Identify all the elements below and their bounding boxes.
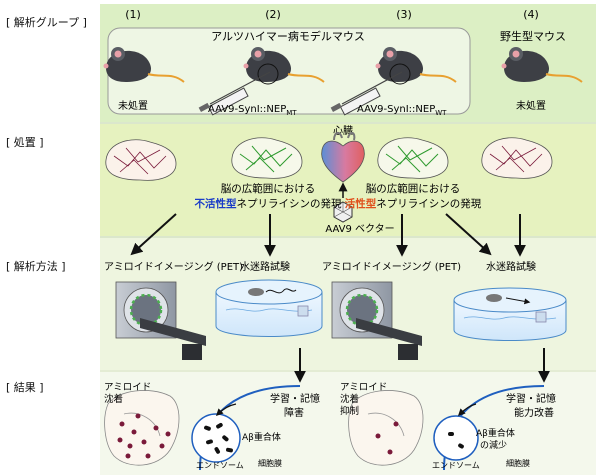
- brain-section-right: [348, 390, 424, 466]
- section-label-methods: [ 解析方法 ]: [6, 259, 66, 273]
- syringe-icon-mt: [198, 71, 271, 116]
- endosome-label-right: エンドソーム: [432, 461, 480, 470]
- untreated-label-1: 未処置: [118, 99, 148, 112]
- arrow-1-to-pet: [130, 213, 177, 256]
- aav-wt-label: AAV9-SynI::NEPWT: [357, 104, 447, 117]
- mouse-icon-4: [501, 47, 583, 83]
- water-maze-left: [215, 279, 323, 337]
- amyloid-label-right-2: 沈着: [340, 393, 359, 405]
- mouse-icon-3: [375, 47, 457, 83]
- heart-icon: [321, 132, 365, 183]
- amyloid-label-left-2: 沈着: [104, 393, 123, 405]
- brain-icon-2: [231, 137, 303, 179]
- mouse-icon-2: [243, 47, 325, 83]
- memory-label-right-2: 能力改善: [514, 406, 554, 419]
- amyloid-label-right-1: アミロイド: [340, 382, 387, 393]
- group-number-1: (1): [125, 8, 141, 21]
- group-number-4: (4): [523, 8, 539, 21]
- ab-label-left: Aβ重合体: [242, 431, 281, 443]
- inactive-expression-line1: 脳の広範囲における: [221, 182, 316, 195]
- inactive-expression-line2: 不活性型ネプリライシンの発現: [195, 197, 342, 210]
- plaque-markers-left: [117, 413, 171, 459]
- endosome-label-left: エンドソーム: [196, 461, 244, 470]
- brain-icon-1: [105, 139, 177, 181]
- wild-type-label: 野生型マウス: [500, 29, 566, 43]
- maze-label-right: 水迷路試験: [486, 260, 536, 273]
- injection-site-2: [257, 63, 279, 85]
- ab-oligomer-dots-right: [448, 432, 464, 449]
- brain-icon-3: [377, 137, 449, 179]
- memory-label-left-1: 学習・記憶: [270, 392, 320, 405]
- amyloid-label-left-1: アミロイド: [104, 382, 151, 393]
- section-label-results: [ 結果 ]: [6, 380, 44, 394]
- injection-site-3: [389, 63, 411, 85]
- untreated-label-4: 未処置: [516, 99, 546, 112]
- pet-label-left: アミロイドイメージング (PET): [104, 260, 243, 273]
- memory-label-right-1: 学習・記憶: [506, 392, 556, 405]
- vector-label: AAV9 ベクター: [325, 223, 394, 235]
- syringe-icon-wt: [330, 71, 403, 116]
- pet-scanner-right: [331, 281, 422, 360]
- pet-scanner-left: [115, 281, 206, 360]
- ab-label-right-2: の減少: [480, 439, 507, 451]
- endosome-left: [191, 413, 241, 463]
- membrane-label-left: 細胞膜: [258, 458, 282, 468]
- water-maze-right: [453, 287, 567, 341]
- brain-icon-4: [481, 137, 553, 179]
- maze-label-left: 水迷路試験: [240, 260, 290, 273]
- amyloid-label-right-3: 抑制: [340, 405, 359, 417]
- aav-mt-label: AAV9-SynI::NEPMT: [208, 104, 297, 117]
- ab-oligomer-dots-left: [204, 423, 233, 454]
- aav-vector-icon: [333, 201, 353, 223]
- endocytosis-arrow-right: [457, 403, 477, 417]
- active-expression-line1: 脳の広範囲における: [366, 182, 461, 195]
- section-label-treatment: [ 処置 ]: [6, 136, 44, 149]
- section-label-groups: [ 解析グループ ]: [6, 15, 87, 29]
- active-expression-line2: 活性型ネプリライシンの発現: [345, 197, 482, 210]
- heart-label: 心臓: [333, 125, 353, 137]
- group-number-2: (2): [265, 8, 281, 21]
- endosome-right: [433, 415, 479, 461]
- mouse-icon-1: [103, 47, 185, 83]
- plaque-markers-right: [375, 421, 399, 455]
- memory-label-left-2: 障害: [284, 406, 304, 419]
- pet-label-right: アミロイドイメージング (PET): [322, 260, 461, 273]
- ab-label-right-1: Aβ重合体: [476, 427, 515, 439]
- endocytosis-arrow-left: [215, 403, 237, 417]
- membrane-label-right: 細胞膜: [506, 458, 530, 468]
- group-number-3: (3): [396, 8, 412, 21]
- ad-model-label: アルツハイマー病モデルマウス: [211, 29, 365, 43]
- arrow-3b-to-maze: [445, 213, 492, 256]
